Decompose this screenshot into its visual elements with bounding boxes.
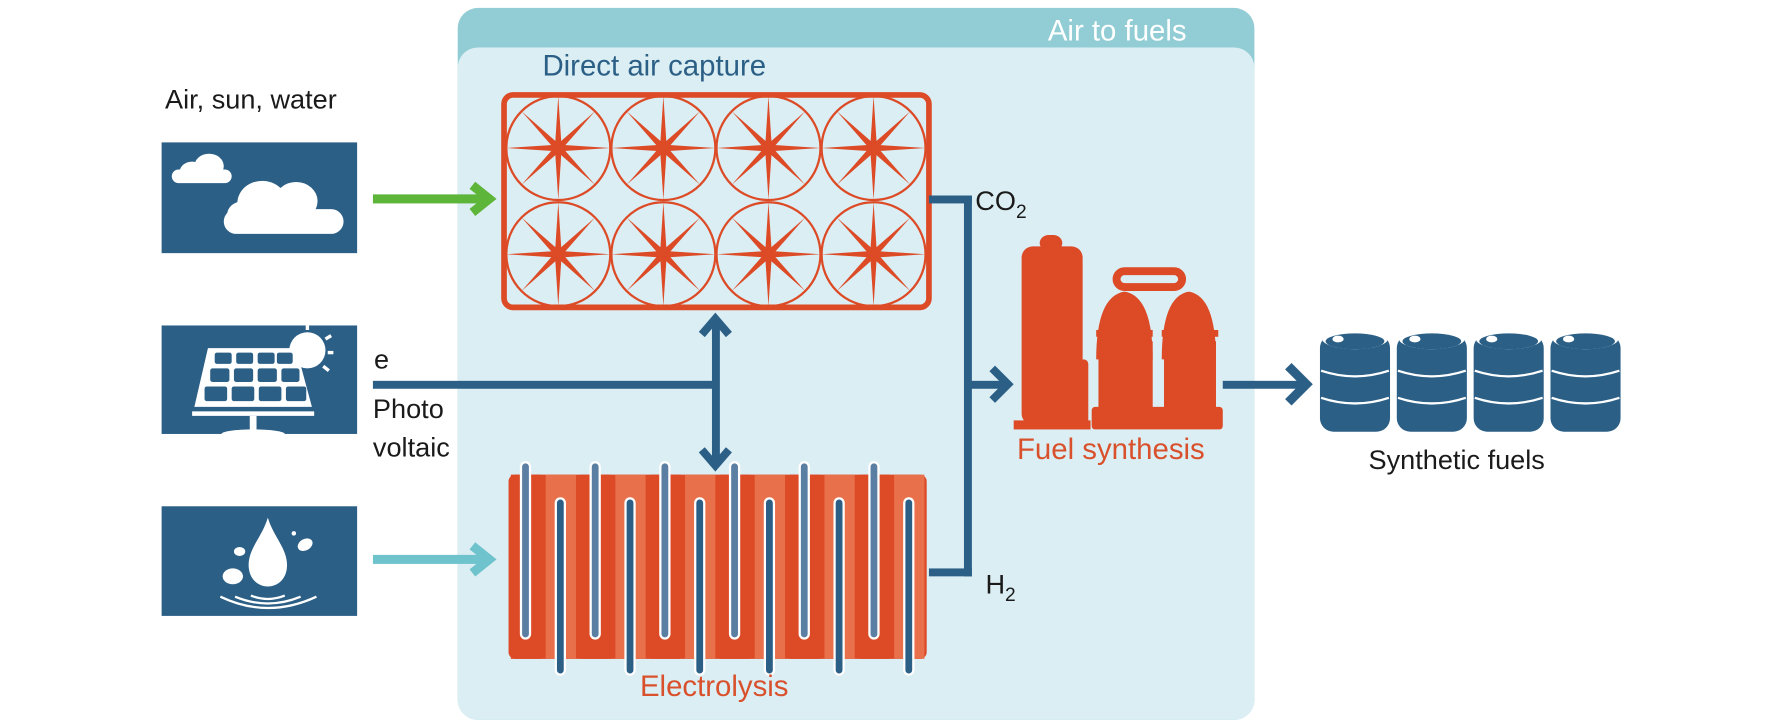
photovoltaic-label-line2: voltaic (373, 432, 450, 463)
fuel-synthesis-label: Fuel synthesis (1017, 433, 1205, 466)
fan-icon (505, 201, 612, 308)
inputs-title: Air, sun, water (165, 83, 337, 114)
electricity-label: e (374, 343, 389, 374)
fuel-synthesis-icon (1013, 235, 1223, 430)
electrode-bottom (554, 497, 566, 676)
cloud-icon (161, 142, 358, 254)
barrel-icon (1550, 328, 1621, 432)
electrode-bottom (763, 497, 776, 676)
photovoltaic-label-line1: Photo (373, 393, 444, 424)
electrode-bottom (903, 497, 915, 676)
electrode-top (798, 461, 810, 640)
co2-pipe (928, 195, 1014, 577)
electrode-bottom (833, 497, 845, 676)
barrels (1319, 328, 1621, 432)
electrode-top (728, 461, 741, 640)
solar-panel-icon (161, 325, 358, 439)
output-arrow (1222, 362, 1313, 406)
synthetic-fuels-label: Synthetic fuels (1369, 444, 1545, 475)
electrode-top (519, 461, 532, 640)
electrode-top (589, 461, 601, 640)
barrel-icon (1396, 328, 1467, 432)
fan-icon (820, 94, 927, 202)
electrode-top (659, 461, 671, 640)
fan-icon (610, 94, 717, 202)
electricity-line (372, 312, 732, 472)
barrel-icon (1473, 328, 1544, 432)
air-arrow (372, 181, 497, 216)
h2-label: H2 (985, 568, 1015, 606)
electrolysis-unit (508, 461, 927, 676)
electrolysis-label: Electrolysis (640, 670, 789, 703)
fan-icon (505, 94, 612, 202)
fan-icon (820, 201, 927, 308)
electrode-top (868, 461, 880, 640)
water-arrow (372, 542, 497, 577)
co2-label: CO2 (975, 185, 1026, 223)
fan-icon (715, 201, 822, 308)
dac-label: Direct air capture (542, 50, 766, 83)
direct-air-capture-unit (501, 92, 932, 311)
barrel-icon (1319, 328, 1391, 432)
electrode-bottom (624, 497, 636, 676)
fan-icon (610, 201, 717, 308)
water-drop-icon (161, 506, 358, 616)
electrode-bottom (694, 497, 706, 676)
panel-title: Air to fuels (1048, 15, 1187, 48)
fan-icon (715, 94, 822, 202)
